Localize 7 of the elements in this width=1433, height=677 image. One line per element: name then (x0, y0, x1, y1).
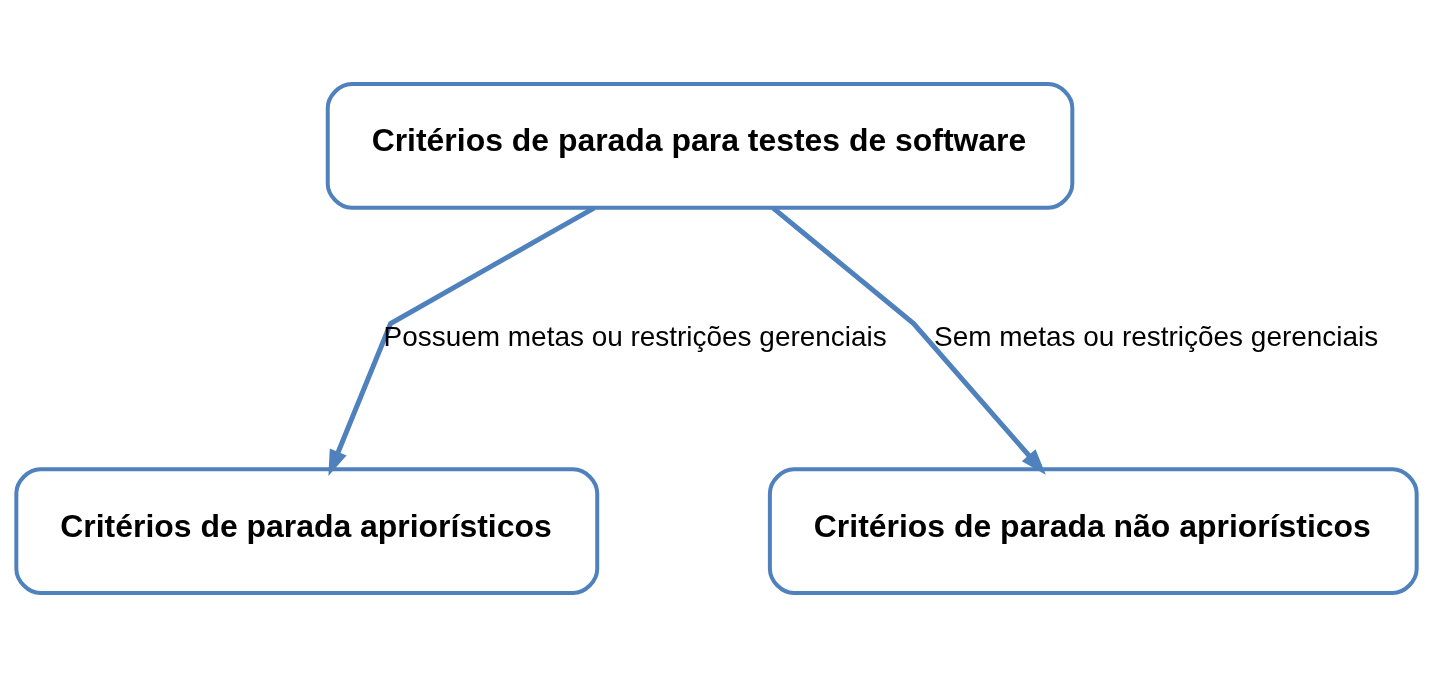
node-box: Critérios de parada apriorísticos (14, 467, 600, 595)
arrow (771, 205, 1046, 475)
node-box: Critérios de parada não apriorísticos (767, 467, 1419, 595)
edge-label: Possuem metas ou restrições gerenciais (383, 320, 887, 352)
node-box: Critérios de parada para testes de software (325, 82, 1075, 210)
arrow (328, 205, 596, 477)
edge-label: Sem metas ou restrições gerenciais (934, 320, 1379, 352)
